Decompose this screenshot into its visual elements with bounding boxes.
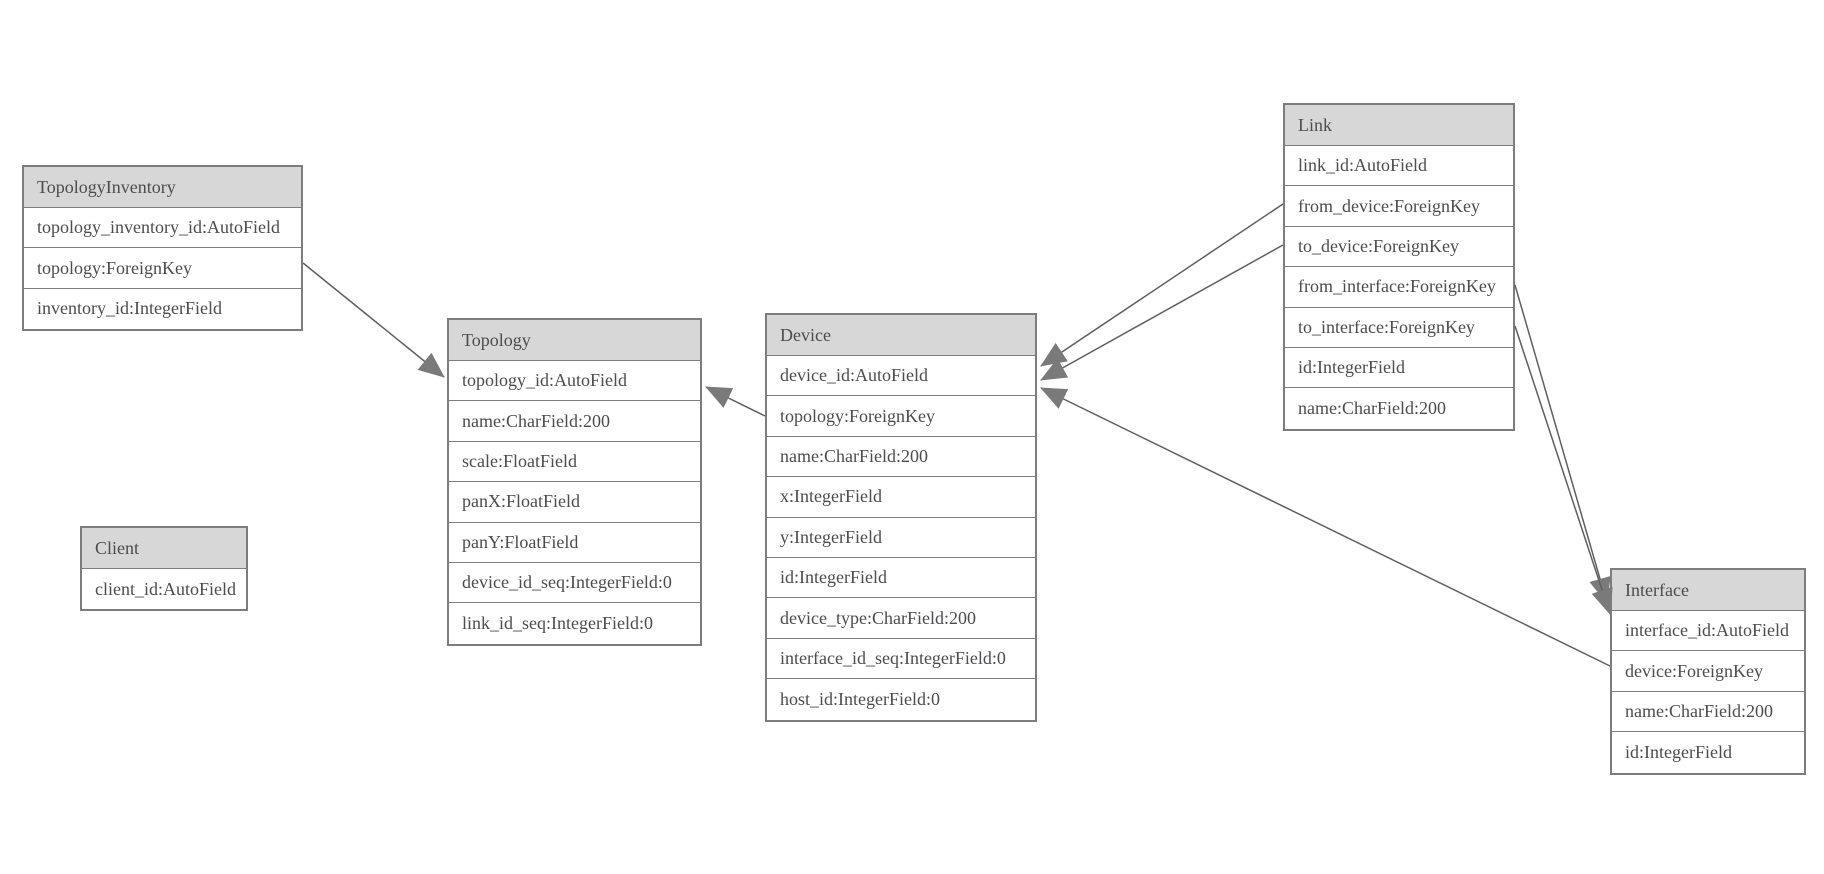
edge-link-from_interface-to-interface	[1514, 284, 1611, 604]
entity-title-topology: Topology	[449, 320, 700, 361]
edge-topologyinventory-topology-to-topology	[302, 262, 445, 378]
field-row-topology-0: topology_id:AutoField	[449, 361, 700, 402]
edge-link-to_device-to-device	[1040, 244, 1284, 381]
field-row-interface-3: id:IntegerField	[1612, 732, 1804, 773]
field-row-device-4: y:IntegerField	[767, 517, 1035, 558]
entity-title-interface: Interface	[1612, 570, 1804, 611]
entity-title-link: Link	[1285, 105, 1513, 146]
field-row-interface-2: name:CharField:200	[1612, 691, 1804, 733]
edge-link-to_interface-to-interface	[1514, 325, 1613, 615]
edge-link-from_device-to-device	[1040, 203, 1284, 367]
field-row-device-3: x:IntegerField	[767, 477, 1035, 518]
field-row-device-2: name:CharField:200	[767, 436, 1035, 478]
field-row-device-7: interface_id_seq:IntegerField:0	[767, 638, 1035, 680]
field-row-topology-inventory-2: inventory_id:IntegerField	[24, 288, 301, 330]
field-row-client-0: client_id:AutoField	[82, 569, 246, 610]
field-row-link-3: from_interface:ForeignKey	[1285, 267, 1513, 308]
field-row-topology-5: device_id_seq:IntegerField:0	[449, 562, 700, 604]
field-row-device-8: host_id:IntegerField:0	[767, 679, 1035, 720]
field-row-device-0: device_id:AutoField	[767, 356, 1035, 397]
field-row-topology-1: name:CharField:200	[449, 401, 700, 442]
edge-device-topology-to-topology	[705, 386, 766, 417]
field-row-link-4: to_interface:ForeignKey	[1285, 307, 1513, 348]
field-row-link-0: link_id:AutoField	[1285, 146, 1513, 187]
field-row-topology-inventory-0: topology_inventory_id:AutoField	[24, 208, 301, 249]
field-row-link-1: from_device:ForeignKey	[1285, 186, 1513, 227]
entity-title-device: Device	[767, 315, 1035, 356]
entity-title-topology-inventory: TopologyInventory	[24, 167, 301, 208]
field-row-topology-2: scale:FloatField	[449, 441, 700, 483]
field-row-topology-inventory-1: topology:ForeignKey	[24, 248, 301, 289]
field-row-link-5: id:IntegerField	[1285, 347, 1513, 389]
field-row-link-6: name:CharField:200	[1285, 388, 1513, 429]
field-row-device-1: topology:ForeignKey	[767, 396, 1035, 437]
field-row-topology-3: panX:FloatField	[449, 482, 700, 523]
field-row-topology-6: link_id_seq:IntegerField:0	[449, 603, 700, 644]
field-row-link-2: to_device:ForeignKey	[1285, 226, 1513, 268]
field-row-device-5: id:IntegerField	[767, 557, 1035, 599]
field-row-device-6: device_type:CharField:200	[767, 598, 1035, 639]
field-row-interface-0: interface_id:AutoField	[1612, 611, 1804, 652]
entity-title-client: Client	[82, 528, 246, 569]
field-row-interface-1: device:ForeignKey	[1612, 651, 1804, 692]
field-row-topology-4: panY:FloatField	[449, 522, 700, 563]
